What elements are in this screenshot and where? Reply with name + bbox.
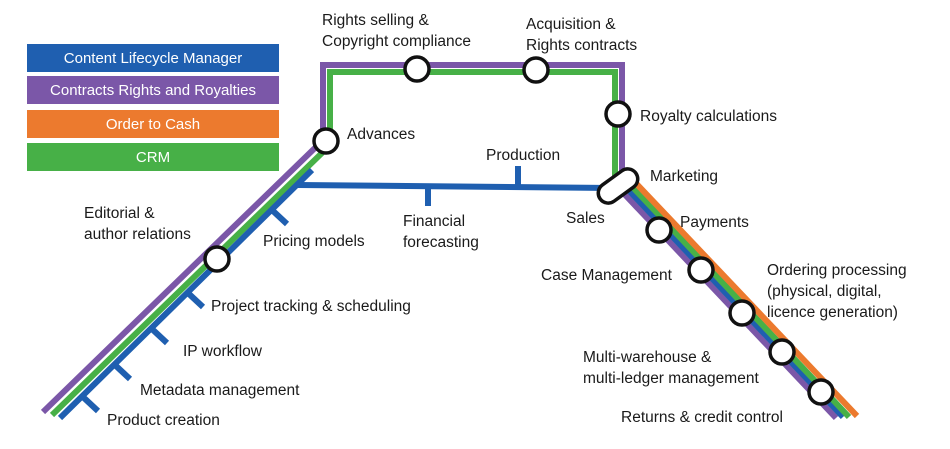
label-project-tracking: Project tracking & scheduling [211,298,411,315]
legend-crm: CRM [27,143,279,171]
stations [203,55,835,406]
station-case-management [687,256,715,284]
blue-horizontal-line [297,166,613,206]
station-royalty [604,100,632,128]
tick-metadata [112,362,133,382]
station-payments [645,216,673,244]
station-marketing-sales [596,167,640,205]
station-multi-warehouse [768,338,796,366]
top-loop-purple [320,62,625,178]
label-acquisition: Acquisition &Rights contracts [526,16,638,54]
station-returns [807,378,835,406]
label-production: Production [486,147,561,164]
label-multi-warehouse: Multi-warehouse &multi-ledger management [583,349,759,387]
tick-product-creation [80,394,101,414]
station-editorial [203,245,231,273]
label-metadata: Metadata management [140,382,300,399]
right-line-orange [628,175,860,419]
left-ticks [80,207,290,414]
left-line-blue [57,167,315,421]
left-line-green [49,148,327,418]
tick-ip-workflow [149,326,170,346]
station-rights-selling [403,55,431,83]
station-advances [312,127,340,155]
label-returns: Returns & credit control [621,409,783,426]
left-line-bundle [40,142,327,421]
tick-project-tracking [185,290,206,310]
label-editorial: Editorial &author relations [84,205,191,243]
label-sales: Sales [566,210,605,227]
label-royalty: Royalty calculations [640,108,777,125]
station-ordering [728,299,756,327]
label-marketing: Marketing [650,168,719,185]
label-case-management: Case Management [541,267,672,284]
label-ip-workflow: IP workflow [183,343,262,360]
tick-pricing-models [269,207,290,227]
label-advances: Advances [347,126,416,143]
station-acquisition [522,56,550,84]
label-rights-selling: Rights selling &Copyright compliance [322,12,472,50]
label-ordering: Ordering processing(physical, digital,li… [767,262,907,321]
legend-content-lifecycle-manager: Content Lifecycle Manager [27,44,279,72]
label-payments: Payments [680,214,749,231]
left-line-purple [40,142,321,415]
label-pricing-models: Pricing models [263,233,365,250]
top-loop [320,62,625,178]
legend-contracts-rights-royalties: Contracts Rights and Royalties [27,76,279,104]
legend-order-to-cash: Order to Cash [27,110,279,138]
label-product-creation: Product creation [107,412,220,429]
